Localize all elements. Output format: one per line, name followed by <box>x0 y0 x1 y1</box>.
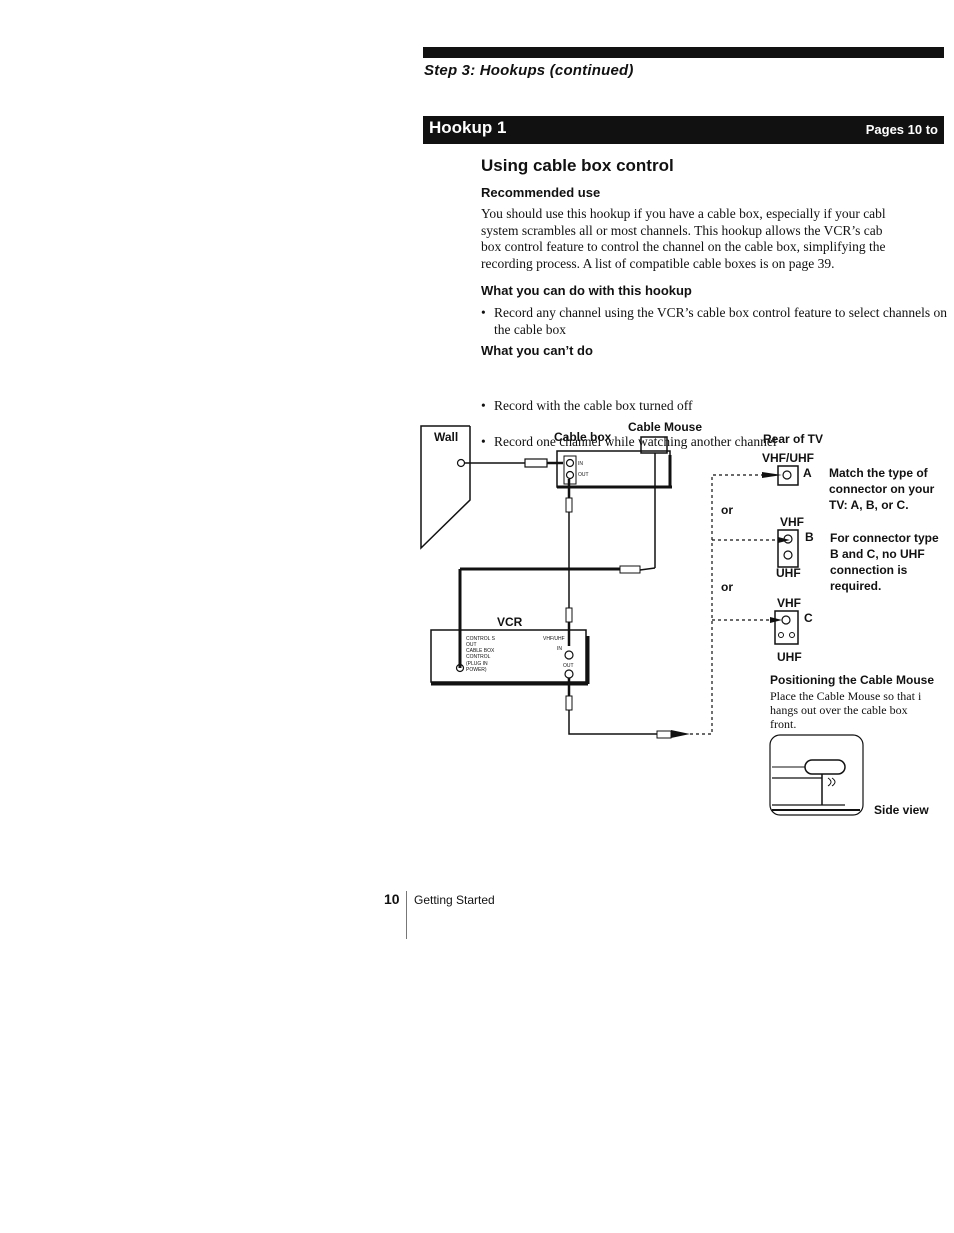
recommended-line: You should use this hookup if you have a… <box>481 206 886 221</box>
connector-a-jack-icon <box>782 470 792 480</box>
mouse-plug-icon <box>619 565 641 574</box>
connector-c-uhf-label: UHF <box>777 650 802 664</box>
dotted-route <box>690 474 762 735</box>
connector-b-uhf-jack-icon <box>783 550 793 560</box>
can-do-heading: What you can do with this hookup <box>481 283 692 298</box>
bc-note: For connector type B and C, no UHF conne… <box>830 530 939 594</box>
rear-of-tv-label: Rear of TV <box>763 432 824 446</box>
cable-mouse-label: Cable Mouse <box>628 420 703 434</box>
connector-c-arrow-icon <box>770 617 782 623</box>
section-title: Using cable box control <box>481 156 674 175</box>
cable-mouse-icon <box>640 436 668 454</box>
match-note: Match the type of connector on your TV: … <box>829 465 934 513</box>
recommended-paragraph: You should use this hookup if you have a… <box>481 206 943 272</box>
bc-note-line: required. <box>830 579 882 593</box>
recommended-line: box control feature to control the chann… <box>481 239 886 254</box>
vcr-vhf-uhf-label: VHF/UHF <box>543 636 565 642</box>
connector-c-vhf-label: VHF <box>777 596 801 610</box>
tv-cable-plug-icon <box>565 695 573 711</box>
can-do-item: Record any channel using the VCR’s cable… <box>481 305 949 338</box>
or-label: or <box>721 580 733 594</box>
wall-cable-plug-icon <box>524 458 548 468</box>
hookup-label: Hookup 1 <box>429 118 507 137</box>
side-view-signal-icon <box>827 777 836 787</box>
connector-b-label: B <box>805 530 814 544</box>
footer-section: Getting Started <box>414 893 495 907</box>
connector-c-panel <box>774 610 799 645</box>
tv-cable <box>568 710 657 735</box>
positioning-heading: Positioning the Cable Mouse <box>770 673 935 687</box>
positioning-line: hangs out over the cable box <box>770 703 908 717</box>
rf-plug-top-icon <box>565 497 573 513</box>
page-number: 10 <box>384 891 400 907</box>
wall-outlet-icon <box>456 458 466 468</box>
recommended-heading: Recommended use <box>481 185 601 200</box>
tv-arrow-icon <box>671 730 690 738</box>
tv-plug-icon <box>656 730 672 739</box>
connector-c-uhf-terminal-icon <box>778 632 784 638</box>
connector-a-arrow-icon <box>762 472 782 478</box>
bc-note-line: B and C, no UHF <box>830 547 925 561</box>
rf-plug-bottom-icon <box>565 607 573 623</box>
step-title: Step 3: Hookups (continued) <box>424 62 634 79</box>
cant-do-item: Record with the cable box turned off <box>481 398 954 415</box>
connector-b-panel <box>777 529 799 568</box>
cable-box-out-label: OUT <box>578 472 589 478</box>
vcr-in-label: IN <box>557 646 562 652</box>
cant-do-item: Record one channel while watching anothe… <box>481 434 954 451</box>
cant-do-heading: What you can’t do <box>481 343 593 358</box>
cable-mouse-wire-bend <box>639 567 656 571</box>
wall-label: Wall <box>434 430 459 444</box>
positioning-line: Place the Cable Mouse so that i <box>770 689 922 703</box>
cable-box-label: Cable box <box>554 430 612 444</box>
header-rule-thin <box>423 57 944 58</box>
vcr-in-jack-icon <box>564 650 574 660</box>
vcr-label: VCR <box>497 615 523 629</box>
connector-a-label: A <box>803 466 812 480</box>
bc-note-line: connection is <box>830 563 908 577</box>
connector-a-panel <box>777 465 799 486</box>
connector-b-vhf-label: VHF <box>780 515 804 529</box>
cable-box-in-label: IN <box>578 461 583 467</box>
vhf-uhf-label: VHF/UHF <box>762 451 814 465</box>
match-note-line: connector on your <box>829 482 935 496</box>
match-note-line: Match the type of <box>829 466 928 480</box>
connector-c-vhf-jack-icon <box>781 615 791 625</box>
positioning-line: front. <box>770 717 797 731</box>
or-label: or <box>721 503 733 517</box>
vcr-shape <box>430 629 587 683</box>
positioning-text: Place the Cable Mouse so that i hangs ou… <box>770 689 944 731</box>
control-s-out-label: CONTROL S OUT <box>466 636 495 648</box>
wall-shape <box>420 425 471 550</box>
bc-note-line: For connector type <box>830 531 939 545</box>
side-view-label: Side view <box>874 803 929 817</box>
match-note-line: TV: A, B, or C. <box>829 498 909 512</box>
recommended-line: recording process. A list of compatible … <box>481 255 835 271</box>
vcr-out-jack-icon <box>564 669 574 679</box>
footer-divider <box>406 891 407 939</box>
hookup-banner: Hookup 1 Pages 10 to <box>423 116 944 144</box>
plug-in-power-label: (PLUG IN POWER) <box>466 661 488 673</box>
connector-b-vhf-jack-icon <box>783 534 793 544</box>
connector-c-label: C <box>804 611 813 625</box>
cable-box-out-jack-icon <box>565 470 575 480</box>
side-view-mouse-icon <box>804 759 846 775</box>
cable-box-control-label: CABLE BOX CONTROL <box>466 648 495 660</box>
control-s-jack-icon <box>455 663 465 673</box>
pages-label: Pages 10 to <box>865 122 938 137</box>
connector-c-uhf-terminal-icon <box>789 632 795 638</box>
recommended-line: system scrambles all or most channels. T… <box>481 222 883 238</box>
connector-b-uhf-label: UHF <box>776 566 801 580</box>
cable-box-in-jack-icon <box>565 458 575 468</box>
side-view-frame <box>769 734 864 816</box>
header-rule-thick <box>423 47 944 57</box>
vcr-out-label: OUT <box>563 663 574 669</box>
